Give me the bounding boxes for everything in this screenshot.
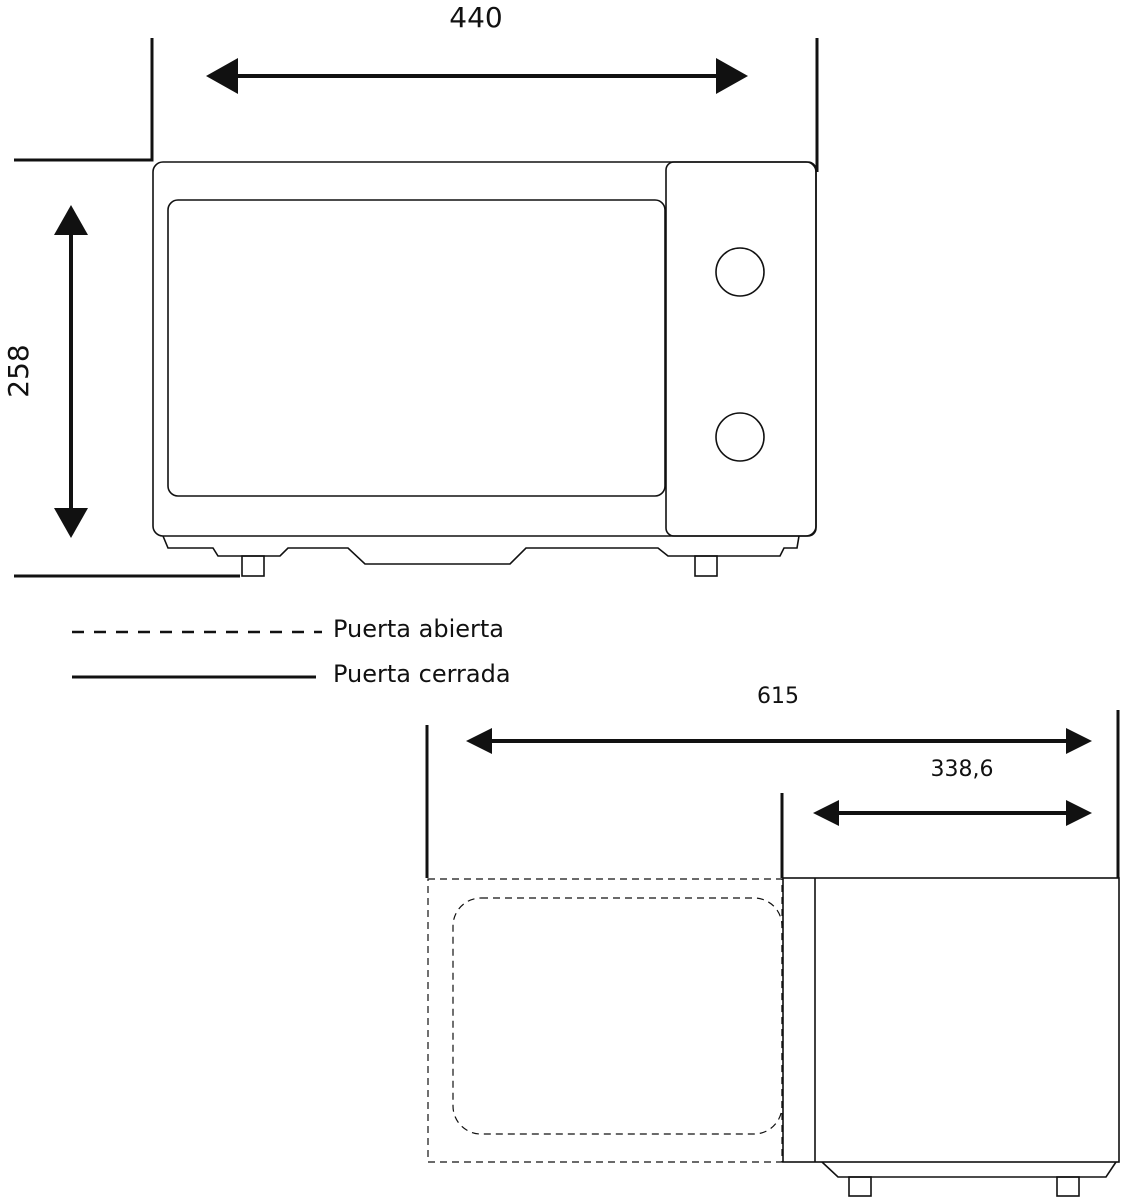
width-label: 440 (449, 1, 502, 34)
depth-closed-label: 338,6 (931, 757, 994, 782)
side-view: 615 338,6 (425, 684, 1120, 1197)
front-left-foot (241, 555, 265, 577)
open-door-outline (427, 878, 783, 1163)
side-front-foot (848, 1176, 872, 1197)
microwave-side-body (782, 877, 1120, 1197)
side-cabinet (782, 877, 1120, 1163)
legend-open-door-label: Puerta abierta (333, 615, 504, 643)
front-right-foot (694, 555, 718, 577)
depth-open-dimension-arrow (466, 728, 1092, 754)
height-label: 258 (2, 344, 35, 397)
control-panel (665, 161, 817, 537)
front-view: 440 258 (2, 1, 819, 578)
microwave-front (152, 161, 817, 577)
height-dimension-arrow (54, 205, 88, 538)
legend-closed-door-label: Puerta cerrada (333, 660, 511, 688)
power-knob (715, 412, 765, 462)
microwave-base (162, 535, 800, 565)
depth-open-label: 615 (757, 684, 799, 709)
side-back-foot (1056, 1176, 1080, 1197)
microwave-body (152, 161, 817, 537)
legend: Puerta abierta Puerta cerrada (72, 615, 511, 688)
timer-knob (715, 247, 765, 297)
open-door-window (452, 897, 783, 1135)
front-left-top-extension-line (14, 38, 154, 162)
side-base (821, 1161, 1117, 1178)
depth-closed-dimension-arrow (813, 800, 1092, 826)
door-window (167, 199, 666, 497)
open-door-frame (427, 878, 783, 1163)
width-dimension-arrow (206, 58, 748, 94)
